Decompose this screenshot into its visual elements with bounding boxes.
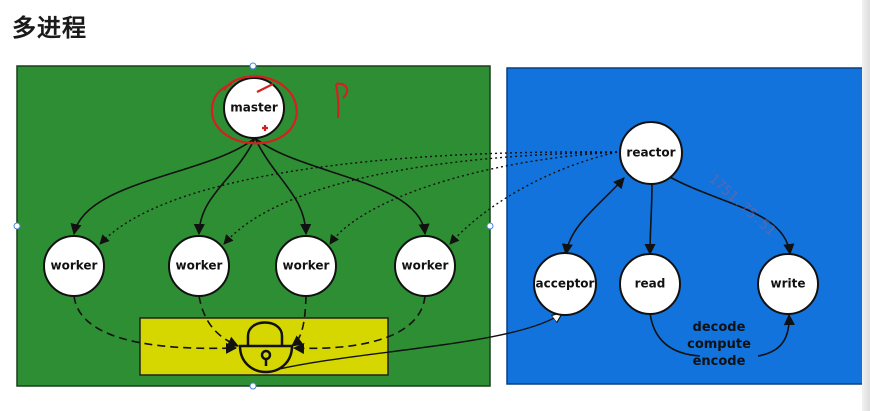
worker-label: worker <box>283 259 330 273</box>
scrollbar-edge <box>862 0 870 411</box>
reactor-to-worker-edges <box>99 151 618 245</box>
csdn-watermark: CSDN @毛毛不怕困难 <box>711 388 854 404</box>
reactor-label: reactor <box>626 146 675 160</box>
lock-to-acceptor-edge <box>274 313 562 371</box>
lock-icon <box>238 321 294 374</box>
resize-handle-top[interactable] <box>249 62 257 70</box>
write-node[interactable]: write <box>757 253 819 315</box>
worker-label: worker <box>176 259 223 273</box>
pipeline-step-decode: decode <box>693 320 746 335</box>
resize-handle-left[interactable] <box>13 222 21 230</box>
pipeline-step-encode: encode <box>693 354 746 369</box>
resize-handle-right[interactable] <box>486 222 494 230</box>
master-node[interactable]: master <box>223 77 285 139</box>
worker-node-2[interactable]: worker <box>168 235 230 297</box>
acceptor-label: acceptor <box>536 277 595 291</box>
worker-node-3[interactable]: worker <box>275 235 337 297</box>
read-node[interactable]: read <box>619 253 681 315</box>
reactor-panel <box>506 67 862 385</box>
reactor-edges <box>561 175 795 357</box>
master-to-worker-edges <box>70 137 430 236</box>
worker-to-lock-edges <box>73 295 426 355</box>
worker-label: worker <box>402 259 449 273</box>
reactor-node[interactable]: reactor <box>619 121 683 185</box>
write-label: write <box>771 277 806 291</box>
page-title: 多进程 <box>12 14 87 42</box>
worker-node-4[interactable]: worker <box>394 235 456 297</box>
acceptor-node[interactable]: acceptor <box>533 252 597 316</box>
worker-node-1[interactable]: worker <box>43 235 105 297</box>
red-circle-annotation <box>210 75 349 145</box>
read-label: read <box>635 277 666 291</box>
master-label: master <box>230 101 278 115</box>
resize-handle-bottom[interactable] <box>249 382 257 390</box>
pipeline-step-compute: compute <box>687 337 751 352</box>
worker-label: worker <box>51 259 98 273</box>
